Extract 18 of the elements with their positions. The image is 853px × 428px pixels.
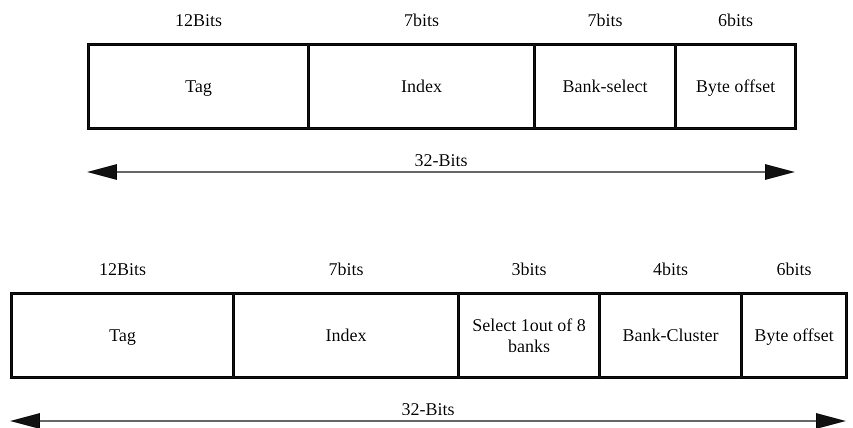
field-name: Tag xyxy=(109,325,136,346)
field-name: Index xyxy=(401,76,442,97)
bit-width-label: 4bits xyxy=(652,259,689,280)
bit-width-label: 12Bits xyxy=(174,10,223,31)
field-name: Byte offset xyxy=(696,76,776,97)
bit-width-label: 7bits xyxy=(586,10,624,31)
field-name: Tag xyxy=(185,76,212,97)
field-name: Select 1out of 8 banks xyxy=(471,314,587,356)
bit-width-label: 7bits xyxy=(327,259,364,280)
bit-width-label: 12Bits xyxy=(98,259,147,280)
bit-width-label: 3bits xyxy=(510,259,548,280)
bit-width-label: 6bits xyxy=(775,259,812,280)
field-name: Bank-select xyxy=(562,76,648,97)
field-name: Bank-Cluster xyxy=(622,325,718,346)
bit-width-label: 7bits xyxy=(402,10,440,31)
field-name: Byte offset xyxy=(754,325,834,346)
bit-width-label: 6bits xyxy=(716,10,754,31)
field-name: Index xyxy=(326,325,366,346)
